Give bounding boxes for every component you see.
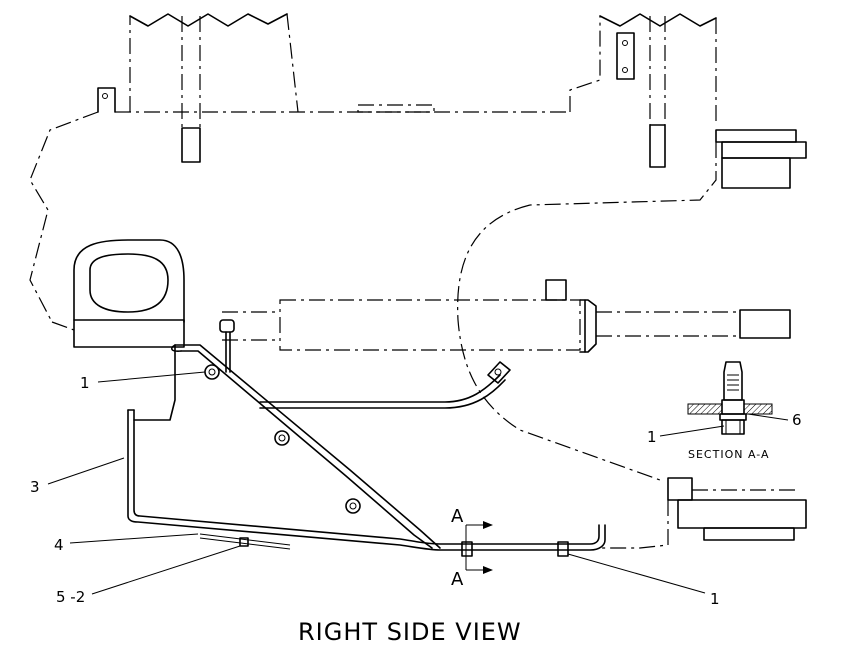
hydraulic-cylinder bbox=[222, 279, 791, 353]
callout-5-2: 5 -2 bbox=[56, 588, 85, 606]
tube-clips bbox=[204, 364, 361, 514]
section-arrow-lower-label: A bbox=[451, 569, 464, 590]
bracket bbox=[127, 344, 606, 551]
section-label: SECTION A-A bbox=[688, 448, 770, 461]
left-mount-pad bbox=[73, 239, 185, 348]
lower-hitch bbox=[600, 477, 807, 549]
tube-assembly bbox=[171, 344, 511, 549]
section-a-a-detail bbox=[687, 361, 773, 435]
callout-4: 4 bbox=[54, 536, 64, 554]
callout-1-section: 1 bbox=[647, 428, 657, 446]
callout-1-lower: 1 bbox=[710, 590, 720, 608]
view-title: RIGHT SIDE VIEW bbox=[298, 618, 522, 646]
bracket-bolts bbox=[239, 537, 569, 557]
callout-3: 3 bbox=[30, 478, 40, 496]
machine-frame-phantom bbox=[29, 13, 807, 481]
callout-6: 6 bbox=[792, 411, 802, 429]
section-cut-indicator: A A bbox=[451, 506, 493, 590]
tube-fitting-upper bbox=[219, 319, 235, 373]
section-arrow-upper-label: A bbox=[451, 506, 464, 527]
callout-1-upper: 1 bbox=[80, 374, 90, 392]
leader-lines bbox=[47, 371, 789, 595]
